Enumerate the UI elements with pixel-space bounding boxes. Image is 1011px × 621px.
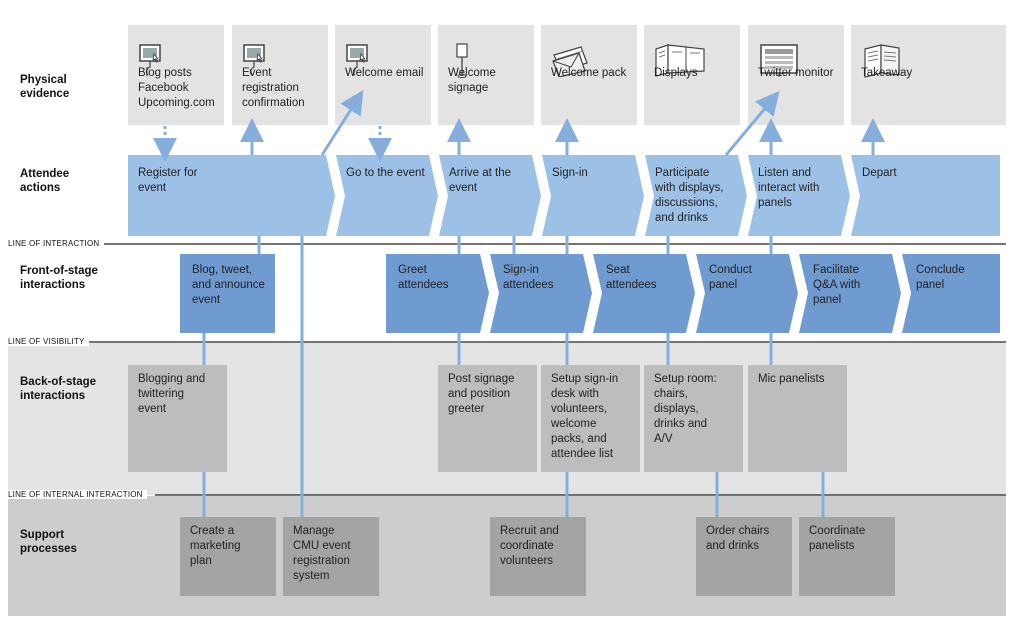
row-label-physical-evidence: Physical evidence [20, 74, 70, 100]
front-blog-tweet-announce: Blog, tweet, and announce event [192, 264, 265, 306]
support-order-chairs-drinks: Order chairs and drinks [696, 517, 792, 596]
evidence-label: Welcome email [345, 67, 424, 79]
evidence-label: Blog posts Facebook Upcoming.com [138, 67, 215, 109]
monitor-icon [345, 28, 373, 82]
envelope-icon [551, 28, 591, 82]
evidence-registration-confirmation: Event registration confirmation [232, 25, 328, 125]
support-manage-registration-system: Manage CMU event registration system [283, 517, 379, 596]
action-depart: Depart [862, 167, 897, 179]
evidence-label: Twitter monitor [758, 67, 834, 79]
action-sign-in: Sign-in [552, 167, 588, 179]
front-seat-attendees: Seat attendees [606, 264, 657, 291]
action-go-to-the-event: Go to the event [346, 167, 425, 179]
monitor-icon [242, 28, 270, 82]
front-stage-shapes [180, 254, 1000, 333]
evidence-welcome-pack: Welcome pack [541, 25, 637, 125]
back-post-signage: Post signage and position greeter [438, 365, 537, 472]
row-label-attendee-actions: Attendee actions [20, 168, 70, 194]
row-label-support-processes: Support processes [20, 529, 77, 555]
action-listen-and-interact: Listen and interact with panels [758, 167, 820, 209]
back-setup-sign-in-desk: Setup sign-in desk with volunteers, welc… [541, 365, 640, 472]
front-conclude-panel: Conclude panel [916, 264, 965, 291]
signage-icon [448, 28, 476, 84]
screen-icon [758, 28, 802, 84]
row-label-back-of-stage: Back-of-stage interactions [20, 376, 97, 402]
support-create-marketing-plan: Create a marketing plan [180, 517, 276, 596]
evidence-blog-posts: Blog posts Facebook Upcoming.com [128, 25, 224, 125]
booklet-icon [861, 28, 905, 84]
back-mic-panelists: Mic panelists [748, 365, 847, 472]
evidence-label: Welcome signage [448, 67, 496, 94]
front-sign-in-attendees: Sign-in attendees [503, 264, 554, 291]
support-coordinate-panelists: Coordinate panelists [799, 517, 895, 596]
row-label-front-of-stage: Front-of-stage interactions [20, 265, 98, 291]
action-register-for-event: Register for event [138, 167, 198, 194]
action-arrive-at-the-event: Arrive at the event [449, 167, 511, 194]
display-panels-icon [654, 28, 710, 84]
attendee-action-shapes [128, 155, 1000, 236]
line-of-visibility-label: LINE OF VISIBILITY [8, 337, 89, 346]
monitor-icon [138, 28, 166, 82]
evidence-label: Event registration confirmation [242, 67, 305, 109]
evidence-label: Welcome pack [551, 67, 627, 79]
front-facilitate-qa: Facilitate Q&A with panel [813, 264, 861, 306]
front-greet-attendees: Greet attendees [398, 264, 449, 291]
line-of-interaction-label: LINE OF INTERACTION [8, 239, 104, 248]
support-recruit-volunteers: Recruit and coordinate volunteers [490, 517, 586, 596]
front-conduct-panel: Conduct panel [709, 264, 752, 291]
evidence-welcome-signage: Welcome signage [438, 25, 534, 125]
back-blogging-twittering: Blogging and twittering event [128, 365, 227, 472]
evidence-displays: Displays [644, 25, 740, 125]
action-participate: Participate with displays, discussions, … [655, 167, 724, 224]
line-of-internal-interaction-label: LINE OF INTERNAL INTERACTION [8, 490, 147, 499]
evidence-label: Displays [654, 67, 698, 79]
back-setup-room: Setup room: chairs, displays, drinks and… [644, 365, 743, 472]
evidence-takeaway: Takeaway [851, 25, 1006, 125]
evidence-label: Takeaway [861, 67, 913, 79]
